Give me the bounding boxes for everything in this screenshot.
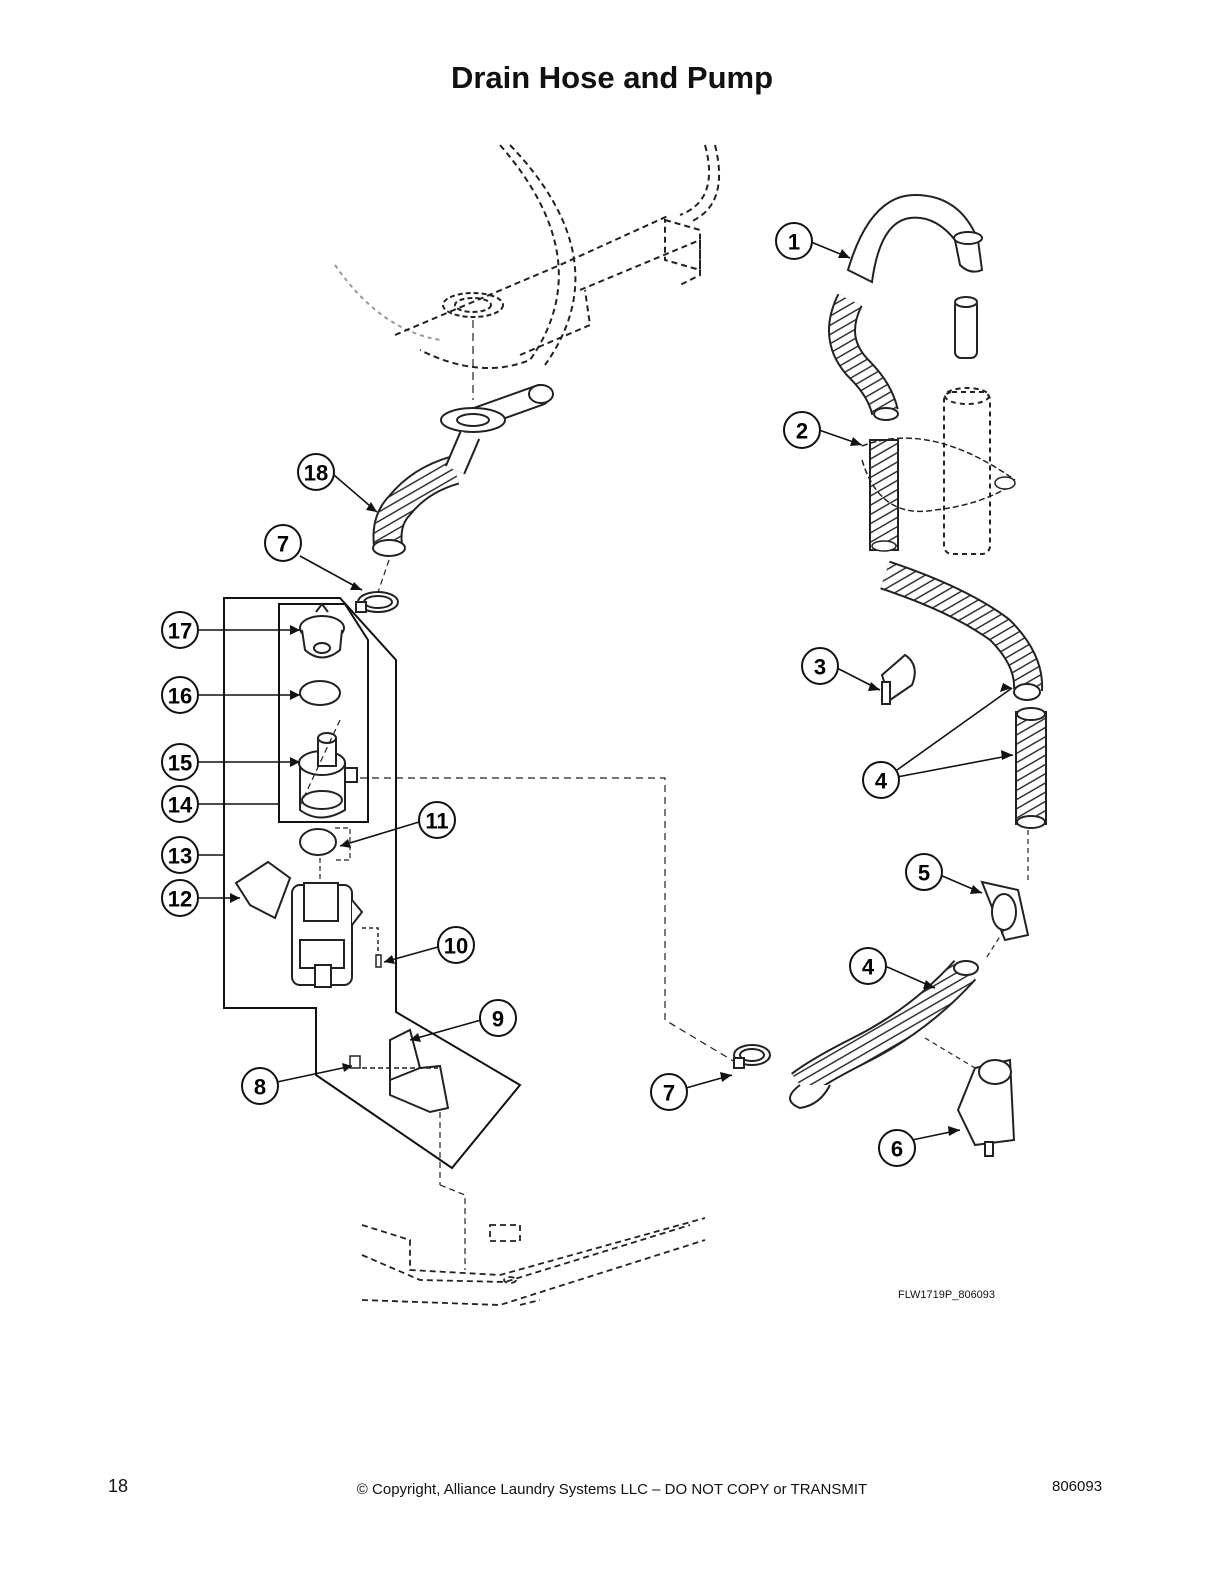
callout-16: 16 <box>168 684 192 709</box>
callout-4: 4 <box>862 955 875 980</box>
callout-18: 18 <box>304 461 328 486</box>
standpipe-outline <box>943 387 991 555</box>
part-9-bracket <box>389 1028 450 1114</box>
part-1-hose-guide <box>846 193 984 359</box>
part-16-o-ring <box>299 680 341 706</box>
callout-9: 9 <box>492 1007 504 1032</box>
callout-arrowheads <box>230 249 1013 1136</box>
callout-10: 10 <box>444 934 468 959</box>
figure-code: FLW1719P_806093 <box>898 1289 996 1301</box>
pump-to-drain-hose-guide <box>360 777 741 1066</box>
callout-12: 12 <box>168 887 192 912</box>
bracket-to-base-guide-2 <box>439 1184 466 1270</box>
callout-7: 7 <box>277 532 289 557</box>
callout-circles <box>161 222 943 1167</box>
callout-15: 15 <box>168 751 192 776</box>
tub-outline <box>334 144 721 400</box>
part-18-tub-drain-hose <box>371 384 554 611</box>
page-title: Drain Hose and Pump <box>450 60 774 95</box>
callout-14: 14 <box>168 793 193 818</box>
part-15-pump-housing <box>297 719 358 819</box>
callout-leaders <box>198 241 1014 1141</box>
callout-2: 2 <box>796 419 808 444</box>
part-7-hose-clamp-right <box>733 1044 771 1069</box>
callout-13: 13 <box>168 844 192 869</box>
callout-17: 17 <box>168 619 192 644</box>
part-2-tie-strap <box>861 437 1016 552</box>
callout-3: 3 <box>814 655 826 680</box>
part-4-drain-hose-vertical <box>1015 711 1047 825</box>
part-7-hose-clamp-left <box>355 591 399 613</box>
callout-11: 11 <box>425 809 448 834</box>
part-14-pump-outline <box>278 603 369 823</box>
part-10-screw <box>362 927 382 968</box>
cabinet-base-outline <box>361 1217 706 1306</box>
part-8-screw <box>349 1055 438 1069</box>
part-12-pump-motor <box>234 860 364 988</box>
part-6-drain-hose-hanger <box>956 1058 1016 1157</box>
callout-5: 5 <box>918 861 930 886</box>
part-5-grommet <box>980 880 1030 942</box>
copyright-notice: © Copyright, Alliance Laundry Systems LL… <box>356 1481 868 1498</box>
document-number: 806093 <box>1052 1478 1103 1495</box>
callout-1: 1 <box>788 230 800 255</box>
part-17-filter-cap <box>299 602 345 659</box>
part-3-clip <box>880 653 916 705</box>
callout-7: 7 <box>663 1081 675 1106</box>
part-11-o-ring <box>299 827 351 885</box>
part-13-pump-assembly-outline <box>223 597 522 1170</box>
callout-8: 8 <box>254 1075 266 1100</box>
page-number: 18 <box>108 1476 129 1496</box>
callout-4: 4 <box>875 769 888 794</box>
callout-6: 6 <box>891 1137 903 1162</box>
